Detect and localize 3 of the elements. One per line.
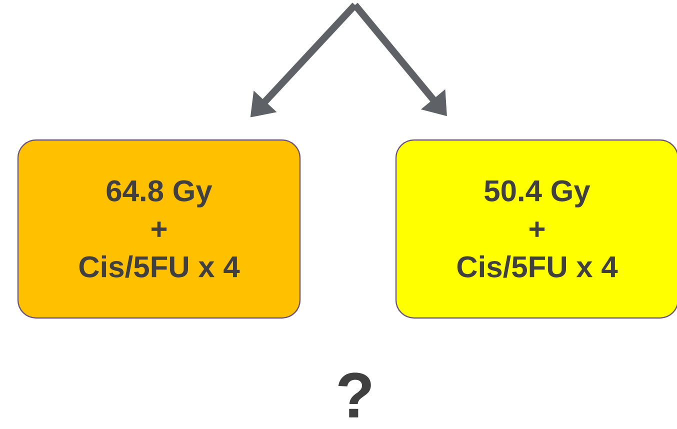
treatment-box: 50.4 Gy + Cis/5FU x 4 xyxy=(395,139,677,319)
treatment-box: 64.8 Gy + Cis/5FU x 4 xyxy=(17,139,301,319)
question-mark: ? xyxy=(338,372,371,418)
